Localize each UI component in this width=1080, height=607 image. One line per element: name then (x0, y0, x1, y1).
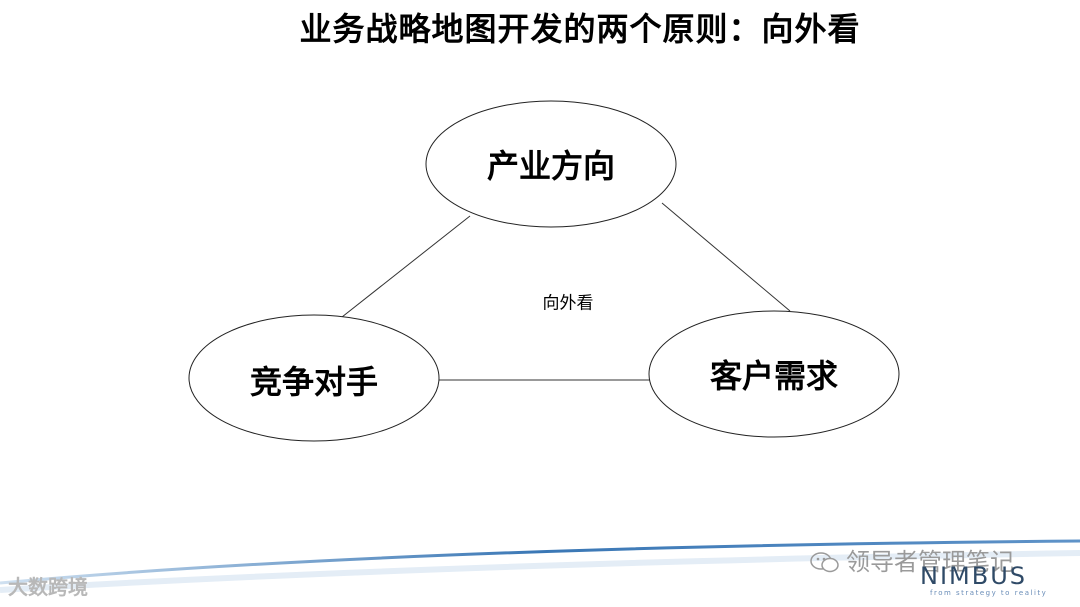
node-label-customer-needs: 客户需求 (709, 357, 839, 395)
node-ellipse-right (648, 310, 900, 438)
watermark-left-text: 大数跨境 (8, 575, 88, 599)
watermark-right: 领导者管理笔记 (810, 542, 1014, 577)
wechat-icon (810, 552, 839, 573)
node-label-competitors: 竞争对手 (249, 363, 379, 401)
node-ellipse-left (188, 314, 440, 442)
center-label: 向外看 (542, 293, 594, 314)
node-label-industry-direction: 产业方向 (486, 147, 616, 185)
edge-top-left (341, 215, 471, 318)
watermark-left: 大数跨境 (8, 571, 88, 600)
node-ellipse-top (425, 100, 677, 228)
nimbus-logo: NIMBUS (920, 562, 1028, 590)
page-title: 业务战略地图开发的两个原则：向外看 (299, 10, 861, 48)
nimbus-tagline: from strategy to reality (930, 589, 1048, 597)
edge-top-right (661, 202, 791, 312)
watermark-right-text: 领导者管理笔记 (846, 548, 1014, 576)
